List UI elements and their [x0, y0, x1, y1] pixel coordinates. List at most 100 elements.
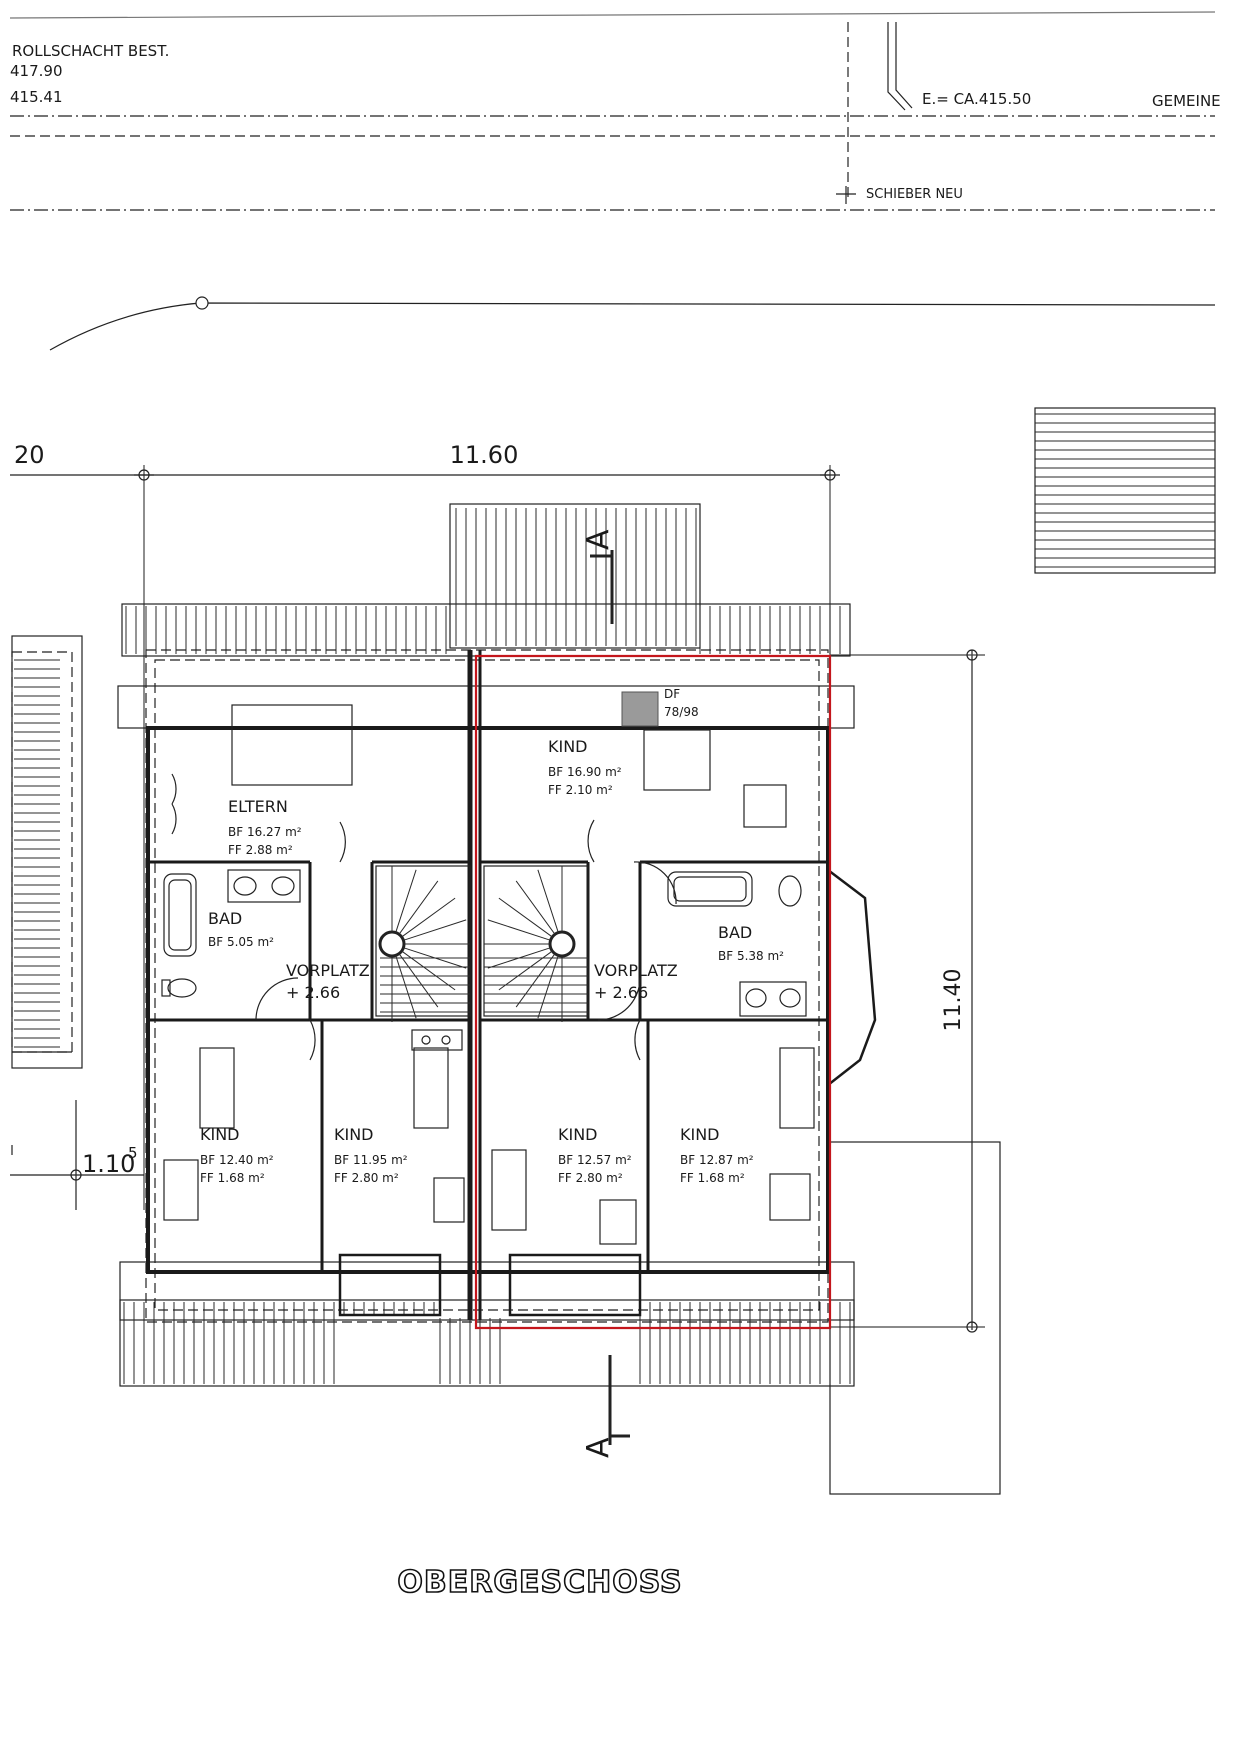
- rollschacht-label: ROLLSCHACHT BEST.: [12, 42, 169, 60]
- stove: [411, 1029, 463, 1051]
- roof-edge-dashed: [145, 649, 829, 1323]
- room-bad-left: BAD BF 5.05 m²: [208, 909, 274, 949]
- roof-back-hatch: [119, 1299, 855, 1387]
- room-bf: BF 12.57 m²: [558, 1153, 632, 1167]
- bathroom-fixtures-left: [161, 869, 301, 998]
- room-ff: FF 2.80 m²: [334, 1171, 399, 1185]
- room-ff: FF 2.88 m²: [228, 843, 293, 857]
- hatch-line: [401, 897, 456, 938]
- dimension-lines: 20 11.60 11.40 1.10 5: [10, 441, 985, 1333]
- staircase-left: [375, 865, 471, 1022]
- room-ff: FF 1.68 m²: [200, 1171, 265, 1185]
- toilet-left: [167, 978, 197, 998]
- garden-area: [829, 1141, 1001, 1495]
- level-417-label: 417.90: [10, 62, 63, 80]
- toilet-right: [778, 875, 802, 907]
- room-labels: ELTERN BF 16.27 m² FF 2.88 m² BAD BF 5.0…: [200, 737, 784, 1185]
- room-name: KIND: [200, 1125, 240, 1144]
- dim-offset-left-sup: 5: [128, 1144, 138, 1162]
- roof-hatching: [117, 503, 855, 1387]
- road-edge-line: [49, 302, 1216, 351]
- inner-dashed: [154, 659, 820, 1311]
- neighbour-building-hatch: [1034, 407, 1216, 574]
- dim-left-partial: 20: [14, 441, 45, 469]
- room-bf: + 2.66: [286, 983, 340, 1002]
- schieber-label: SCHIEBER NEU: [866, 187, 963, 202]
- room-ff: FF 2.80 m²: [558, 1171, 623, 1185]
- hatch-line: [401, 950, 456, 991]
- room-vorplatz-right: VORPLATZ + 2.66: [594, 961, 678, 1002]
- room-eltern: ELTERN BF 16.27 m² FF 2.88 m²: [228, 797, 302, 857]
- furniture: [163, 704, 815, 1245]
- bed-eltern: [231, 704, 353, 786]
- room-kind-left-2: KIND BF 11.95 m² FF 2.80 m²: [334, 1125, 408, 1185]
- e-level-label: E.= CA.415.50: [922, 90, 1031, 108]
- room-name: VORPLATZ: [594, 961, 678, 980]
- hatch-line: [395, 955, 417, 1019]
- valve-symbol: [836, 186, 856, 204]
- desk-kind-1: [643, 729, 711, 791]
- room-name: KIND: [680, 1125, 720, 1144]
- gemeinde-label: GEMEINE: [1152, 92, 1221, 110]
- room-name: ELTERN: [228, 797, 288, 816]
- survey-point: [195, 296, 209, 310]
- room-bf: BF 16.90 m²: [548, 765, 622, 779]
- room-name: KIND: [334, 1125, 374, 1144]
- section-label-bottom: A: [581, 1437, 616, 1458]
- room-name: VORPLATZ: [286, 961, 370, 980]
- room-name: KIND: [558, 1125, 598, 1144]
- dim-width-total: 11.60: [450, 441, 519, 469]
- hatch-line: [398, 953, 439, 1008]
- room-bf: BF 12.40 m²: [200, 1153, 274, 1167]
- room-bf: BF 11.95 m²: [334, 1153, 408, 1167]
- section-marker-a: A A: [581, 529, 630, 1458]
- door-swings: [171, 773, 677, 1061]
- hatch-line: [498, 950, 553, 991]
- room-name: BAD: [208, 909, 242, 928]
- room-bf: BF 5.38 m²: [718, 949, 784, 963]
- staircase-right: [483, 865, 589, 1022]
- dormer-roof: [449, 503, 701, 649]
- skylight-label-1: DF: [664, 687, 680, 701]
- unit-boundary-highlight: [474, 654, 832, 1330]
- room-kind-right-2: KIND BF 12.87 m² FF 1.68 m²: [680, 1125, 754, 1185]
- hatch-line: [498, 897, 553, 938]
- room-bf: BF 12.87 m²: [680, 1153, 754, 1167]
- room-bf: BF 16.27 m²: [228, 825, 302, 839]
- hatch-line: [398, 880, 439, 935]
- hatch-line: [537, 869, 559, 933]
- hatch-line: [515, 953, 556, 1008]
- hatch-line: [395, 869, 417, 933]
- room-bf: BF 5.05 m²: [208, 935, 274, 949]
- skylight-label-2: 78/98: [664, 705, 699, 719]
- room-name: KIND: [548, 737, 588, 756]
- dim-offset-left: 1.10: [82, 1150, 135, 1178]
- bathtub-left: [163, 873, 197, 957]
- eaves-back: [119, 1261, 855, 1321]
- room-ff: FF 1.68 m²: [680, 1171, 745, 1185]
- room-name: BAD: [718, 923, 752, 942]
- room-ff: FF 2.10 m²: [548, 783, 613, 797]
- bathroom-fixtures-right: [667, 871, 807, 1017]
- room-kind-right-top: KIND BF 16.90 m² FF 2.10 m²: [548, 737, 622, 797]
- room-kind-left-1: KIND BF 12.40 m² FF 1.68 m²: [200, 1125, 274, 1185]
- hatch-line: [403, 919, 467, 941]
- room-vorplatz-left: VORPLATZ + 2.66: [286, 961, 370, 1002]
- neighbour-building-left: [11, 635, 83, 1069]
- room-bad-right: BAD BF 5.38 m²: [718, 923, 784, 963]
- hatch-line: [537, 955, 559, 1019]
- eaves-front: [117, 685, 855, 729]
- level-415-label: 415.41: [10, 88, 63, 106]
- bathtub-right: [667, 871, 753, 907]
- double-sink-right: [739, 981, 807, 1017]
- site-annotations: ROLLSCHACHT BEST. 417.90 415.41 E.= CA.4…: [9, 11, 1221, 351]
- room-bf: + 2.66: [594, 983, 648, 1002]
- dim-depth-total: 11.40: [941, 969, 966, 1032]
- drawing-title: OBERGESCHOSS: [397, 1565, 682, 1600]
- section-label-top: A: [581, 529, 616, 550]
- skylight: DF 78/98: [621, 687, 699, 727]
- double-sink-left: [227, 869, 301, 903]
- hatch-line: [515, 880, 556, 935]
- room-kind-right-1: KIND BF 12.57 m² FF 2.80 m²: [558, 1125, 632, 1185]
